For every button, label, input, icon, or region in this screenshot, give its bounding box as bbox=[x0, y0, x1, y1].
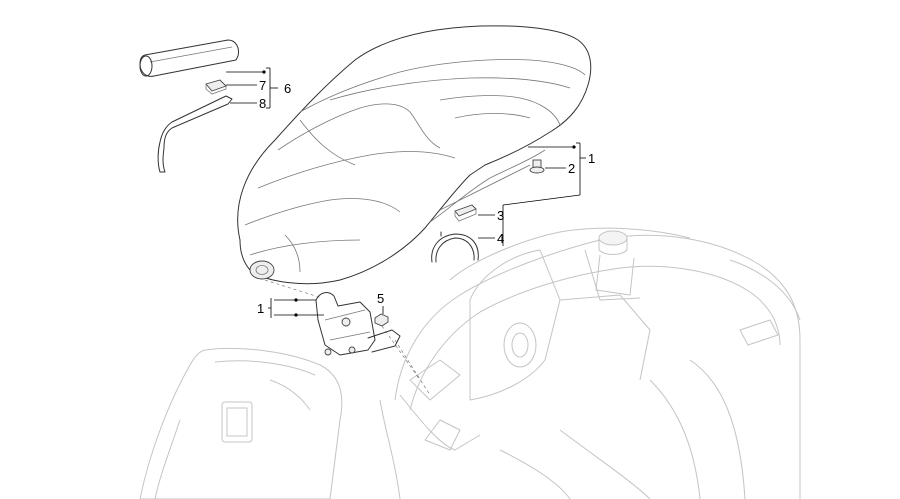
hook-part bbox=[431, 231, 479, 263]
hinge-bracket-part bbox=[315, 292, 401, 356]
callout-2: 2 bbox=[568, 161, 575, 176]
side-panel-ghost bbox=[139, 347, 343, 499]
clip-part bbox=[205, 79, 227, 95]
tool-bag-part bbox=[139, 39, 239, 77]
nut-part bbox=[374, 313, 389, 327]
callout-5: 5 bbox=[377, 291, 384, 306]
callout-7: 7 bbox=[259, 78, 266, 93]
callout-6: 6 bbox=[284, 81, 291, 96]
assembly-lines bbox=[264, 279, 431, 396]
callout-3: 3 bbox=[497, 208, 504, 223]
callout-1-lower: 1 bbox=[257, 301, 264, 316]
callout-8: 8 bbox=[259, 96, 266, 111]
callout-leaders bbox=[226, 67, 586, 318]
callout-labels: 6 7 8 1 2 3 4 5 1 bbox=[257, 78, 595, 316]
callout-1: 1 bbox=[588, 151, 595, 166]
callout-4: 4 bbox=[497, 231, 504, 246]
bump-stop-part bbox=[529, 159, 545, 174]
scooter-body-ghost bbox=[379, 227, 801, 499]
wrench-part bbox=[157, 95, 233, 173]
plate-part bbox=[454, 204, 477, 222]
seat-assembly bbox=[237, 25, 592, 285]
